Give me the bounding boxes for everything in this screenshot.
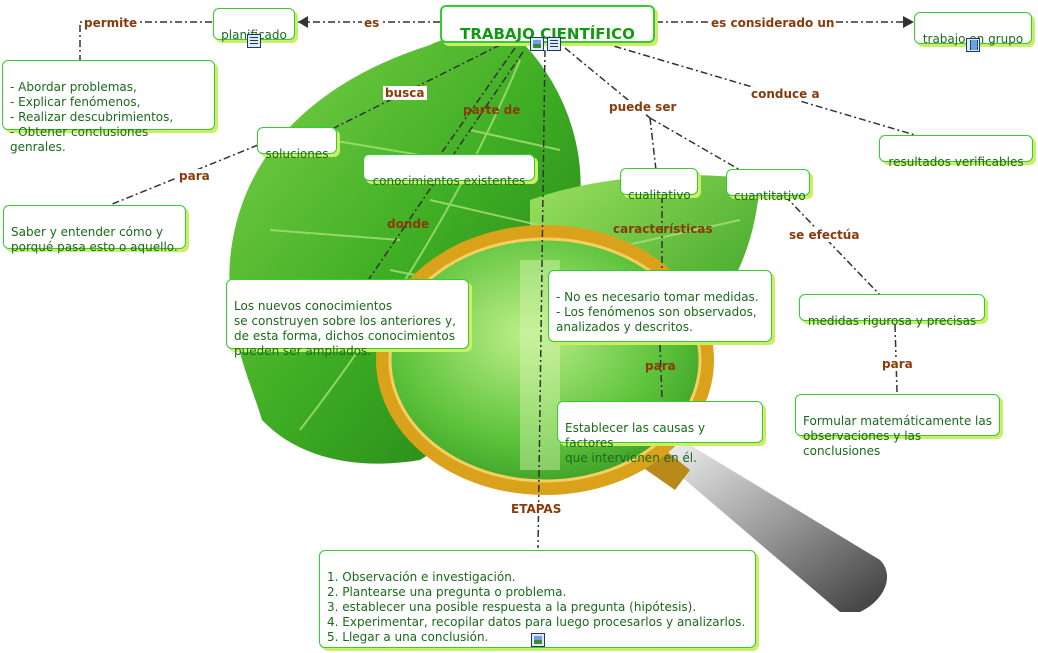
node-resultados-verificables[interactable]: resultados verificables [879,135,1033,169]
conocimientos-label: conocimientos existentes [372,174,526,188]
trabajo-grupo-label: trabajo en grupo [922,32,1024,46]
glass-handle [650,445,888,612]
document-icon[interactable] [247,34,261,48]
link-para-saber: para [177,169,212,183]
establecer-text: Establecer las causas y factores que int… [565,421,706,465]
node-formular[interactable]: Formular matemáticamente las observacion… [795,394,1000,458]
link-permite: permite [82,16,140,30]
link-donde: donde [387,217,430,231]
node-no-necesario[interactable]: - No es necesario tomar medidas. - Los f… [548,270,772,342]
film-icon[interactable] [966,38,980,52]
link-se-efectua: se efectúa [787,228,862,242]
link-caracteristicas: características [613,222,713,236]
node-medidas-rigurosas[interactable]: medidas rigurosa y precisas [799,294,985,328]
node-conocimientos-existentes[interactable]: conocimientos existentes [363,154,535,188]
soluciones-label: soluciones [265,147,329,161]
link-para-formular: para [880,357,915,371]
medidas-label: medidas rigurosa y precisas [807,314,977,328]
no-necesario-text: - No es necesario tomar medidas. - Los f… [556,290,759,334]
node-cuantitativo[interactable]: cuantitativo [726,169,810,203]
link-para-establecer: para [645,359,676,373]
node-nuevos-conocimientos[interactable]: Los nuevos conocimientos se construyen s… [226,279,469,358]
nuevos-text: Los nuevos conocimientos se construyen s… [234,299,456,358]
node-establecer-causas[interactable]: Establecer las causas y factores que int… [557,401,763,465]
link-etapas: ETAPAS [509,502,564,516]
image-icon[interactable] [530,37,544,51]
node-trabajo-cientifico[interactable]: TRABAJO CIENTÍFICO [440,5,655,43]
title-text: TRABAJO CIENTÍFICO [460,25,635,43]
resultados-label: resultados verificables [888,155,1024,169]
link-puede-ser: puede ser [607,100,679,114]
document-icon[interactable] [547,37,561,51]
node-saber-entender[interactable]: Saber y entender cómo y porqué pasa esto… [3,205,186,254]
node-etapas-list[interactable]: 1. Observación e investigación. 2. Plant… [319,550,756,648]
saber-text: Saber y entender cómo y porqué pasa esto… [11,225,178,254]
image-icon[interactable] [531,633,545,647]
node-cualitativo[interactable]: cualitativo [620,168,698,202]
node-soluciones[interactable]: soluciones [257,127,337,161]
link-parte-de: parte de [463,103,521,117]
link-conduce-a: conduce a [749,87,822,101]
formular-text: Formular matemáticamente las observacion… [803,414,992,458]
node-permite-list[interactable]: - Abordar problemas, - Explicar fenómeno… [2,60,215,154]
cuantitativo-label: cuantitativo [734,189,806,203]
cualitativo-label: cualitativo [628,188,691,202]
etapas-list-text: 1. Observación e investigación. 2. Plant… [327,570,746,644]
permite-list-text: - Abordar problemas, - Explicar fenómeno… [10,80,174,154]
link-es: es [362,16,382,30]
link-es-considerado: es considerado un [709,16,837,30]
link-busca: busca [383,86,427,100]
